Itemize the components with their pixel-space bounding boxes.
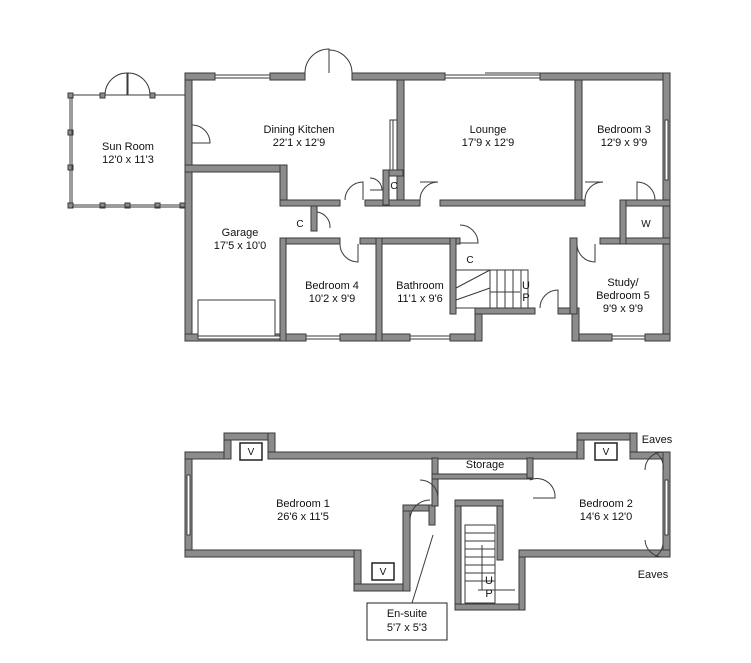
ground-interior-walls — [184, 79, 671, 342]
study-name: Study/ — [607, 277, 639, 289]
ground-floor: Sun Room 12'0 x 11'3 Dining Kitchen 22'1… — [67, 48, 671, 342]
cupboard-label-2: C — [296, 219, 303, 230]
garage-name: Garage — [222, 227, 259, 239]
study-name-line2: Bedroom 5 — [596, 290, 650, 302]
eaves-bottom-label: Eaves — [638, 569, 669, 581]
ensuite-size: 5'7 x 5'3 — [387, 622, 427, 634]
bedroom1-name: Bedroom 1 — [276, 498, 330, 510]
bedroom1-size: 26'6 x 11'5 — [277, 511, 329, 523]
first-doors — [409, 451, 664, 558]
bathroom-name: Bathroom — [396, 280, 444, 292]
bedroom3-size: 12'9 x 9'9 — [601, 137, 647, 149]
ground-stairs — [455, 269, 529, 309]
sun-room-structure — [67, 92, 186, 209]
sun-room-name: Sun Room — [102, 141, 154, 153]
first-stairs-label-p: P — [485, 588, 492, 600]
ground-doors — [104, 48, 656, 309]
study-size: 9'9 x 9'9 — [603, 303, 643, 315]
first-stairs — [464, 524, 515, 604]
first-stairs-label-u: U — [485, 575, 493, 587]
stairs-up-label-u: U — [522, 280, 530, 292]
cupboard-label-1: C — [390, 181, 397, 192]
dining-kitchen-size: 22'1 x 12'9 — [273, 137, 326, 149]
ensuite-callout-box — [366, 602, 448, 641]
first-floor: V V V Bedroom 1 — [184, 432, 673, 641]
vent-label-3: V — [380, 567, 387, 578]
bathroom-size: 11'1 x 9'6 — [397, 293, 443, 305]
bedroom2-size: 14'6 x 12'0 — [580, 511, 633, 523]
cupboard-label-3: C — [466, 255, 473, 266]
ensuite-name: En-suite — [387, 608, 427, 620]
lounge-size: 17'9 x 12'9 — [462, 137, 515, 149]
bedroom2-name: Bedroom 2 — [579, 498, 633, 510]
sun-room-size: 12'0 x 11'3 — [102, 154, 154, 166]
stairs-up-label-p: P — [522, 292, 529, 304]
wardrobe-label: W — [641, 219, 651, 230]
bedroom4-size: 10'2 x 9'9 — [309, 293, 355, 305]
lounge-name: Lounge — [470, 124, 507, 136]
vent-label-2: V — [603, 447, 610, 458]
dining-kitchen-name: Dining Kitchen — [264, 124, 335, 136]
garage-size: 17'5 x 10'0 — [214, 240, 267, 252]
vent-label-1: V — [248, 447, 255, 458]
bedroom3-name: Bedroom 3 — [597, 124, 651, 136]
bedroom4-name: Bedroom 4 — [305, 280, 359, 292]
storage-label: Storage — [466, 459, 505, 471]
eaves-top-label: Eaves — [642, 434, 673, 446]
